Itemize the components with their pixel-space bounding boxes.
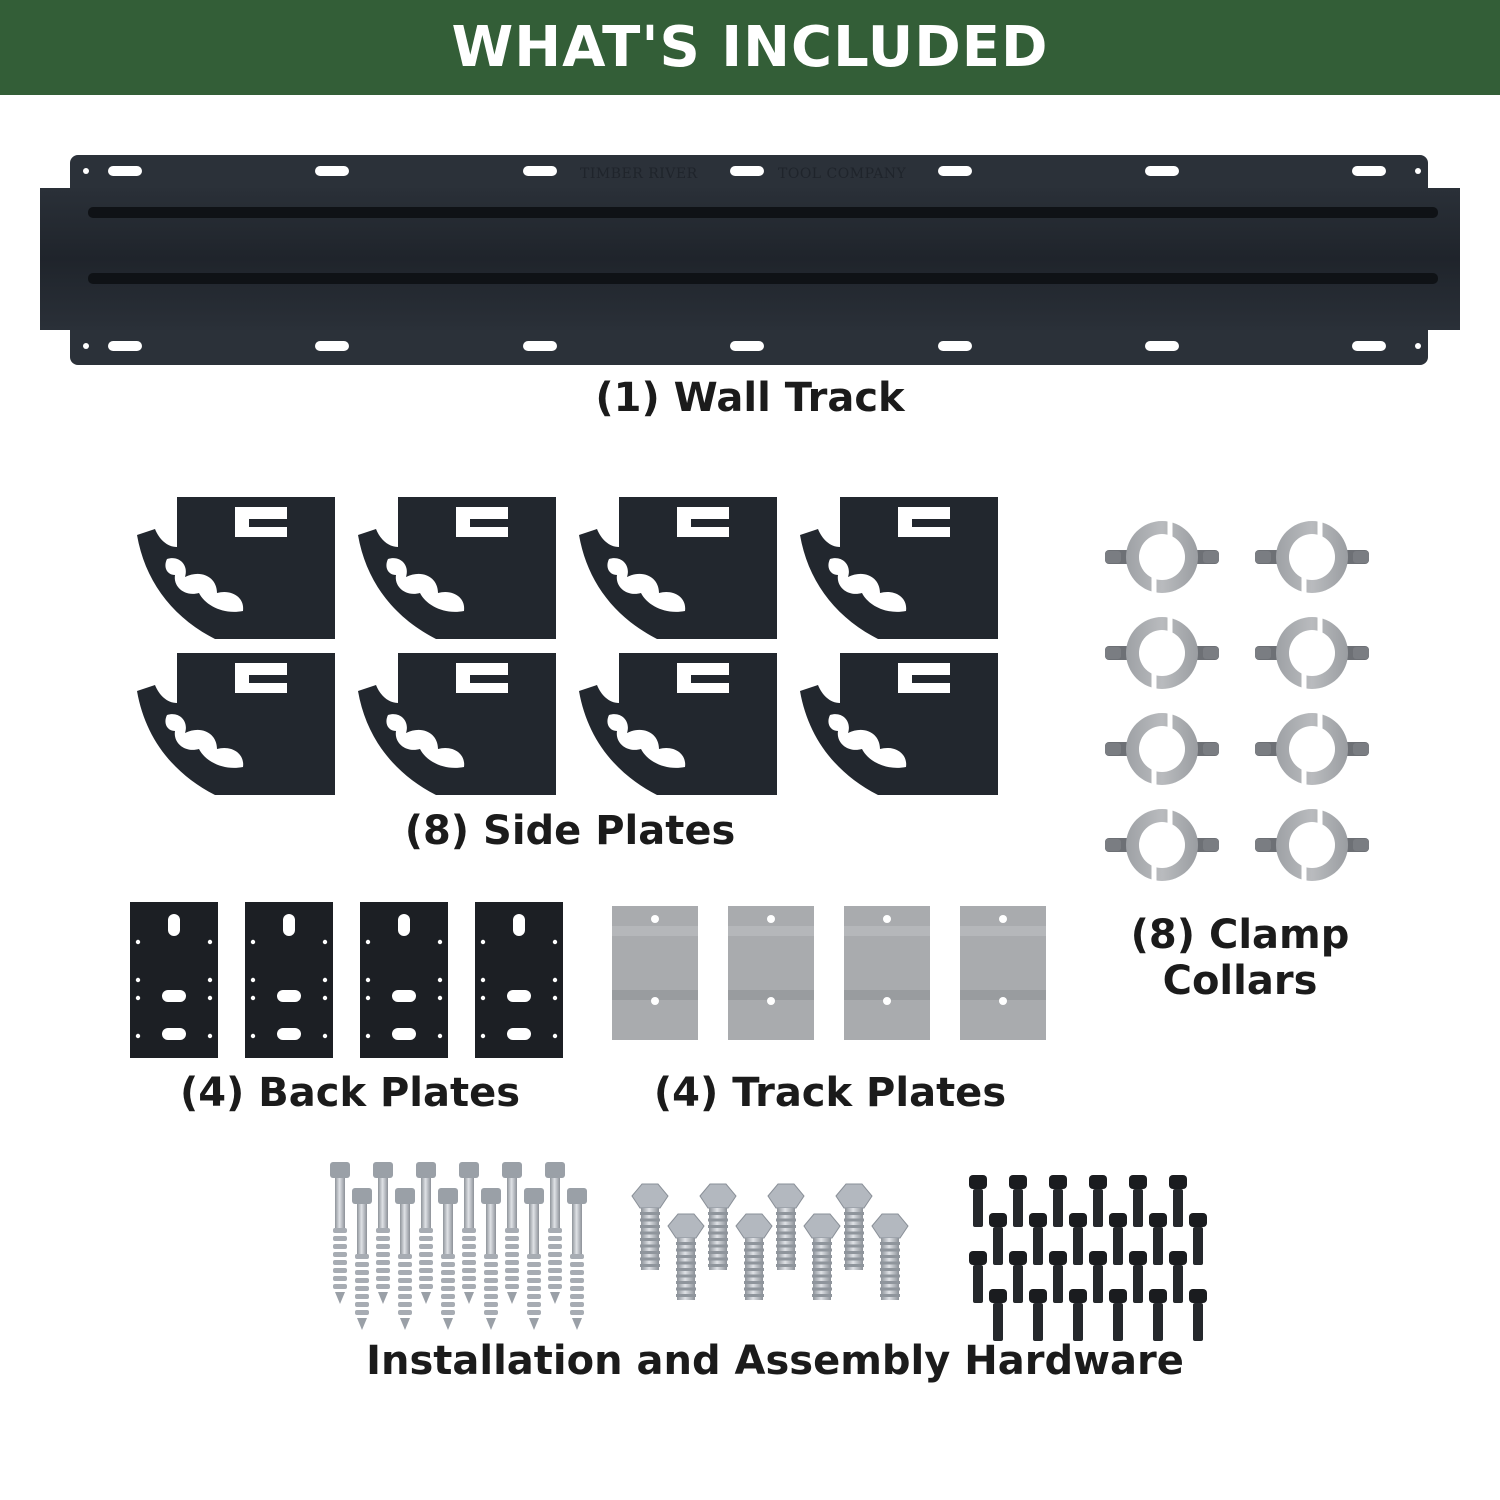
back-plate-icon <box>130 902 218 1058</box>
wall-track-icon: TIMBER RIVER TOOL COMPANY <box>40 155 1460 365</box>
socket-screw-icon <box>1029 1289 1047 1341</box>
side-plate-icon <box>800 497 998 639</box>
lag-screw-icon <box>330 1162 350 1304</box>
socket-screws-group <box>969 1175 1207 1341</box>
socket-screw-icon <box>1029 1213 1047 1265</box>
clamp-collar-icon <box>1105 613 1219 693</box>
lag-screw-icon <box>524 1188 544 1330</box>
clamp-collar-icon <box>1105 517 1219 597</box>
track-plate-icon <box>844 906 930 1040</box>
track-plates-caption: (4) Track Plates <box>653 1070 1007 1116</box>
socket-screw-icon <box>1049 1175 1067 1227</box>
back-plate-icon <box>475 902 563 1058</box>
socket-screw-icon <box>1049 1251 1067 1303</box>
socket-screw-icon <box>1069 1289 1087 1341</box>
hex-bolt-icon <box>735 1213 773 1300</box>
lag-screw-icon <box>438 1188 458 1330</box>
lag-screw-icon <box>481 1188 501 1330</box>
side-plate-icon <box>137 653 335 795</box>
lag-screw-icon <box>459 1162 479 1304</box>
socket-screw-icon <box>1149 1213 1167 1265</box>
hex-bolt-icon <box>803 1213 841 1300</box>
socket-screw-icon <box>969 1175 987 1227</box>
socket-screw-icon <box>1129 1175 1147 1227</box>
track-plate-icon <box>612 906 698 1040</box>
back-plates-group <box>130 902 563 1058</box>
lag-screw-icon <box>373 1162 393 1304</box>
side-plates-caption: (8) Side Plates <box>404 808 736 854</box>
hex-bolt-icon <box>667 1213 705 1300</box>
back-plate-icon <box>245 902 333 1058</box>
socket-screw-icon <box>1169 1175 1187 1227</box>
hex-bolts-group <box>631 1183 909 1300</box>
socket-screw-icon <box>1089 1175 1107 1227</box>
socket-screw-icon <box>1169 1251 1187 1303</box>
clamp-collars-caption-line1: (8) Clamp <box>1130 912 1350 958</box>
lag-screw-icon <box>416 1162 436 1304</box>
lag-screw-icon <box>352 1188 372 1330</box>
socket-screw-icon <box>1089 1251 1107 1303</box>
clamp-collars-caption: (8) Clamp Collars <box>1090 912 1390 1004</box>
socket-screw-icon <box>1189 1213 1207 1265</box>
hex-bolt-icon <box>871 1213 909 1300</box>
socket-screw-icon <box>1129 1251 1147 1303</box>
socket-screw-icon <box>969 1251 987 1303</box>
brand-left-text: TIMBER RIVER <box>580 166 698 182</box>
track-plates-group <box>612 906 1046 1040</box>
lag-screws-group <box>330 1162 587 1330</box>
clamp-collar-icon <box>1255 517 1369 597</box>
page-title: WHAT'S INCLUDED <box>451 15 1049 80</box>
socket-screw-icon <box>1109 1289 1127 1341</box>
side-plates-group <box>137 497 998 795</box>
hex-bolt-icon <box>767 1183 805 1270</box>
clamp-collars-caption-line2: Collars <box>1162 958 1318 1004</box>
clamp-collars-group <box>1105 517 1369 885</box>
hex-bolt-icon <box>631 1183 669 1270</box>
header-banner: WHAT'S INCLUDED <box>0 0 1500 95</box>
brand-right-text: TOOL COMPANY <box>778 166 907 182</box>
track-plate-icon <box>960 906 1046 1040</box>
clamp-collar-icon <box>1105 805 1219 885</box>
hex-bolt-icon <box>699 1183 737 1270</box>
side-plate-icon <box>579 497 777 639</box>
hex-bolt-icon <box>835 1183 873 1270</box>
clamp-collar-icon <box>1105 709 1219 789</box>
clamp-collar-icon <box>1255 613 1369 693</box>
side-plate-icon <box>137 497 335 639</box>
socket-screw-icon <box>1009 1175 1027 1227</box>
back-plate-icon <box>360 902 448 1058</box>
hardware-caption: Installation and Assembly Hardware <box>366 1338 1184 1384</box>
socket-screw-icon <box>1149 1289 1167 1341</box>
side-plate-icon <box>358 653 556 795</box>
side-plate-icon <box>579 653 777 795</box>
lag-screw-icon <box>545 1162 565 1304</box>
socket-screw-icon <box>1109 1213 1127 1265</box>
socket-screw-icon <box>1009 1251 1027 1303</box>
back-plates-caption: (4) Back Plates <box>179 1070 521 1116</box>
track-plate-icon <box>728 906 814 1040</box>
socket-screw-icon <box>1069 1213 1087 1265</box>
clamp-collar-icon <box>1255 805 1369 885</box>
lag-screw-icon <box>395 1188 415 1330</box>
socket-screw-icon <box>989 1213 1007 1265</box>
lag-screw-icon <box>567 1188 587 1330</box>
lag-screw-icon <box>502 1162 522 1304</box>
side-plate-icon <box>800 653 998 795</box>
side-plate-icon <box>358 497 556 639</box>
wall-track-caption: (1) Wall Track <box>595 375 905 421</box>
clamp-collar-icon <box>1255 709 1369 789</box>
socket-screw-icon <box>1189 1289 1207 1341</box>
socket-screw-icon <box>989 1289 1007 1341</box>
